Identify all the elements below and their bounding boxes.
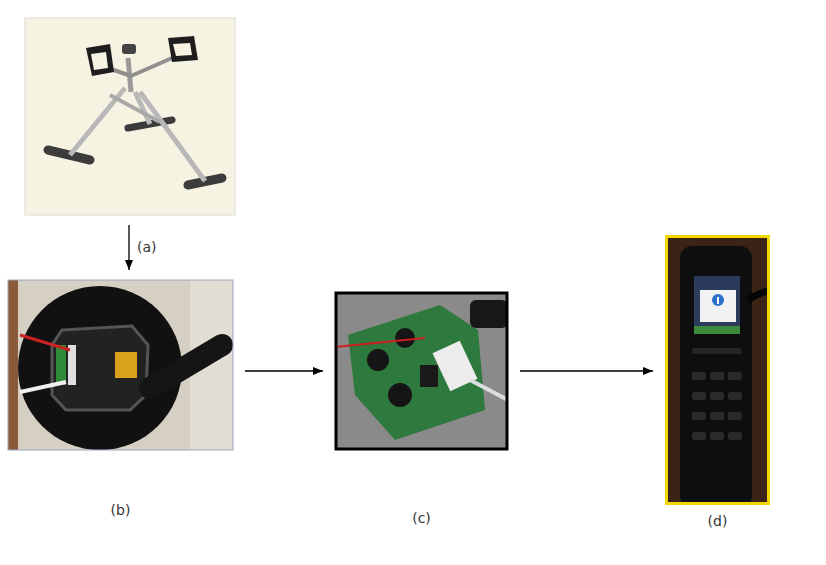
flow-arrow xyxy=(245,370,323,371)
panel-caption: (b) xyxy=(111,502,131,519)
mobile-phone-photo xyxy=(665,235,770,505)
image-panel: (d) xyxy=(665,235,770,505)
circuit-board-photo xyxy=(335,292,508,450)
image-panel: (b) xyxy=(8,280,233,450)
image-panel: (c) xyxy=(335,292,508,450)
image-panel xyxy=(25,18,235,215)
panel-caption: (c) xyxy=(412,510,431,527)
arrow-label: (a) xyxy=(135,239,159,256)
flow-arrow xyxy=(128,225,129,270)
flow-arrow xyxy=(520,370,653,371)
panel-caption: (d) xyxy=(708,513,728,530)
pedal-exerciser-picture xyxy=(25,18,235,215)
sensor-photo xyxy=(8,280,233,450)
